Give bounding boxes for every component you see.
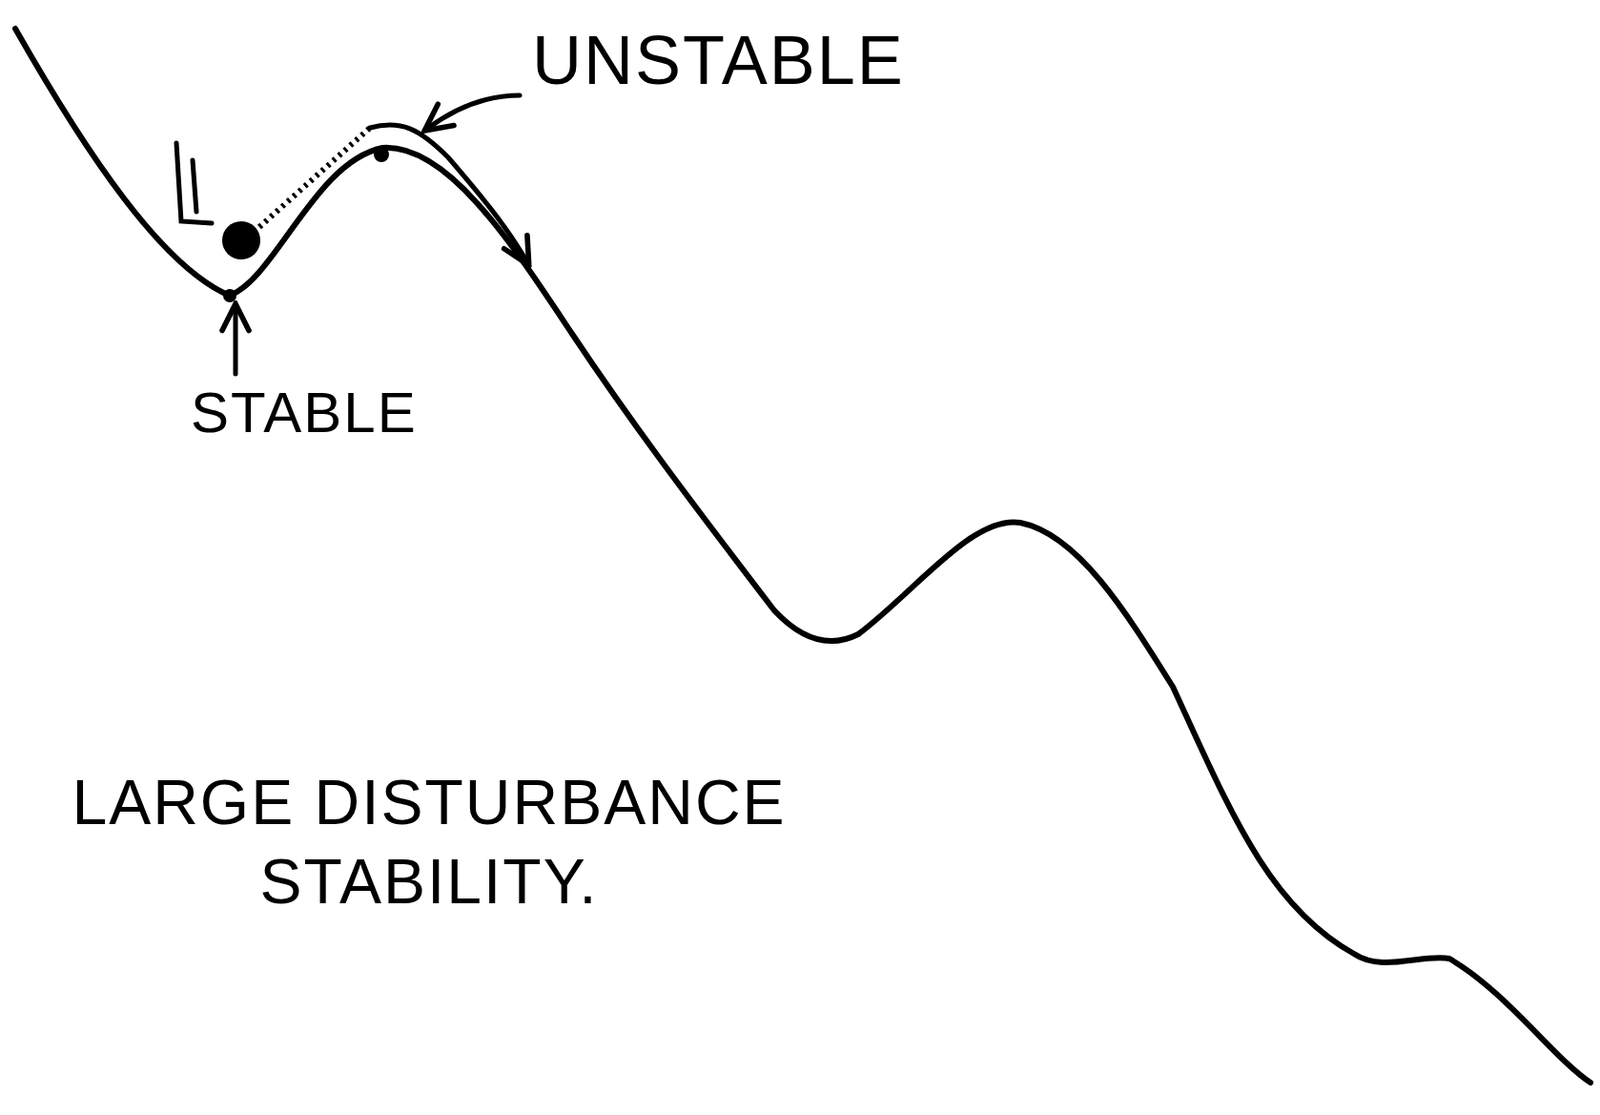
unstable-leader [427, 95, 520, 129]
peak-dot [373, 146, 390, 163]
caption-text: LARGE DISTURBANCE STABILITY. [28, 762, 830, 921]
valley-dot [223, 288, 237, 303]
disturbance-path [369, 124, 528, 263]
state-label: STABLE [190, 376, 496, 449]
disturbance-path-dotted [259, 127, 370, 227]
ball [222, 221, 261, 260]
stable-leader [233, 307, 239, 374]
motion-marks [176, 143, 212, 224]
state-label: UNSTABLE [532, 17, 990, 103]
landscape-curve [15, 28, 1591, 1083]
